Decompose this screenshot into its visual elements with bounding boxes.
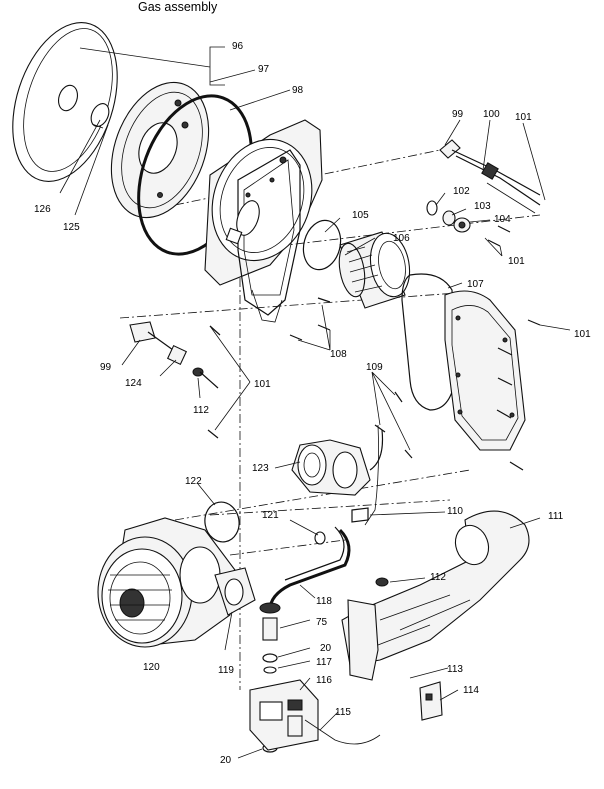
callout-label: 116 xyxy=(316,675,332,686)
callout-label: 106 xyxy=(393,233,410,244)
bracket-114 xyxy=(419,681,443,721)
clip-110 xyxy=(351,507,369,523)
callout-label: 101 xyxy=(515,112,532,123)
flame-sensor xyxy=(129,321,219,389)
gas-valve xyxy=(249,679,381,751)
small-disc xyxy=(90,103,110,129)
air-intake-duct xyxy=(341,510,530,681)
callout-label: 126 xyxy=(34,204,51,215)
callout-label: 104 xyxy=(494,214,511,225)
callout-label: 113 xyxy=(447,664,463,675)
pipe-fittings xyxy=(262,617,278,753)
callout-label: 124 xyxy=(125,378,142,389)
callout-label: 118 xyxy=(316,596,332,607)
callout-label: 114 xyxy=(463,685,479,696)
callout-labels: 96 97 98 99 100 101 126 125 105 106 102 … xyxy=(34,41,591,766)
gasket-107 xyxy=(401,273,456,411)
callout-label: 99 xyxy=(452,109,464,120)
callout-label: 20 xyxy=(320,643,332,654)
callout-label: 103 xyxy=(474,201,491,212)
fan-blower xyxy=(97,517,236,648)
fan-gasket xyxy=(214,567,256,616)
callout-label: 111 xyxy=(548,511,564,522)
callout-label: 119 xyxy=(218,665,234,676)
callout-label: 97 xyxy=(258,64,270,75)
callout-label: 109 xyxy=(366,362,383,373)
side-cover xyxy=(444,290,526,451)
gasket-105 xyxy=(302,219,342,271)
assembly-centerlines xyxy=(119,149,541,690)
callout-label: 101 xyxy=(254,379,271,390)
callout-label: 115 xyxy=(335,707,351,718)
front-plate xyxy=(110,81,210,219)
callout-label: 117 xyxy=(316,657,332,668)
burner-housing xyxy=(204,119,323,323)
screws xyxy=(207,225,541,471)
callout-label: 112 xyxy=(193,405,209,416)
callout-label: 75 xyxy=(316,617,328,628)
callout-label: 108 xyxy=(330,349,347,360)
diagram-title: Gas assembly xyxy=(138,0,218,14)
callout-label: 101 xyxy=(574,329,591,340)
callout-label: 101 xyxy=(508,256,525,267)
leader-lines xyxy=(59,46,571,759)
callout-label: 99 xyxy=(100,362,112,373)
callout-label: 121 xyxy=(262,510,279,521)
callout-label: 125 xyxy=(63,222,80,233)
wire-110 xyxy=(364,424,379,526)
callout-label: 20 xyxy=(220,755,232,766)
callout-label: 105 xyxy=(352,210,369,221)
gas-pipe xyxy=(259,526,351,614)
callout-label: 107 xyxy=(467,279,484,290)
callout-label: 98 xyxy=(292,85,304,96)
callout-label: 122 xyxy=(185,476,202,487)
cover-disc xyxy=(12,22,118,182)
burner-tube xyxy=(338,231,411,309)
callout-label: 102 xyxy=(453,186,470,197)
callout-label: 123 xyxy=(252,463,269,474)
callout-label: 112 xyxy=(430,572,446,583)
gas-mixer xyxy=(291,429,384,496)
callout-label: 110 xyxy=(447,506,463,517)
callout-label: 120 xyxy=(143,662,160,673)
small-seal-parts xyxy=(426,200,471,233)
grommet-112 xyxy=(375,577,389,587)
gasket-122 xyxy=(204,501,240,543)
callout-label: 100 xyxy=(483,109,500,120)
callout-label: 96 xyxy=(232,41,244,52)
ignition-electrode xyxy=(439,139,541,214)
